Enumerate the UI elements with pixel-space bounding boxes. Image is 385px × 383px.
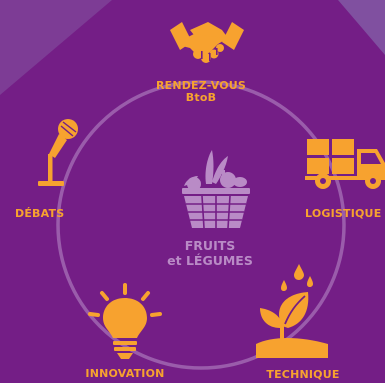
theme-label-debats: DÉBATS <box>15 207 65 220</box>
fruit-basket-icon <box>182 150 250 229</box>
lightbulb-icon <box>88 283 162 359</box>
theme-label-rendez-vous: RENDEZ-VOUS BtoB <box>155 79 247 104</box>
handshake-icon <box>170 22 244 63</box>
background-panel-left <box>0 0 112 95</box>
ring <box>56 80 346 370</box>
background-panel-right <box>338 0 385 55</box>
sprouting-plant-icon <box>256 264 328 358</box>
microphone-icon <box>38 119 78 186</box>
theme-label-logistique: LOGISTIQUE <box>305 207 382 220</box>
theme-label-innovation: INNOVATION <box>85 367 165 380</box>
delivery-truck-icon <box>305 139 385 189</box>
center-label: FRUITS et LÉGUMES <box>167 238 253 268</box>
theme-label-technique: TECHNIQUE <box>266 368 340 381</box>
